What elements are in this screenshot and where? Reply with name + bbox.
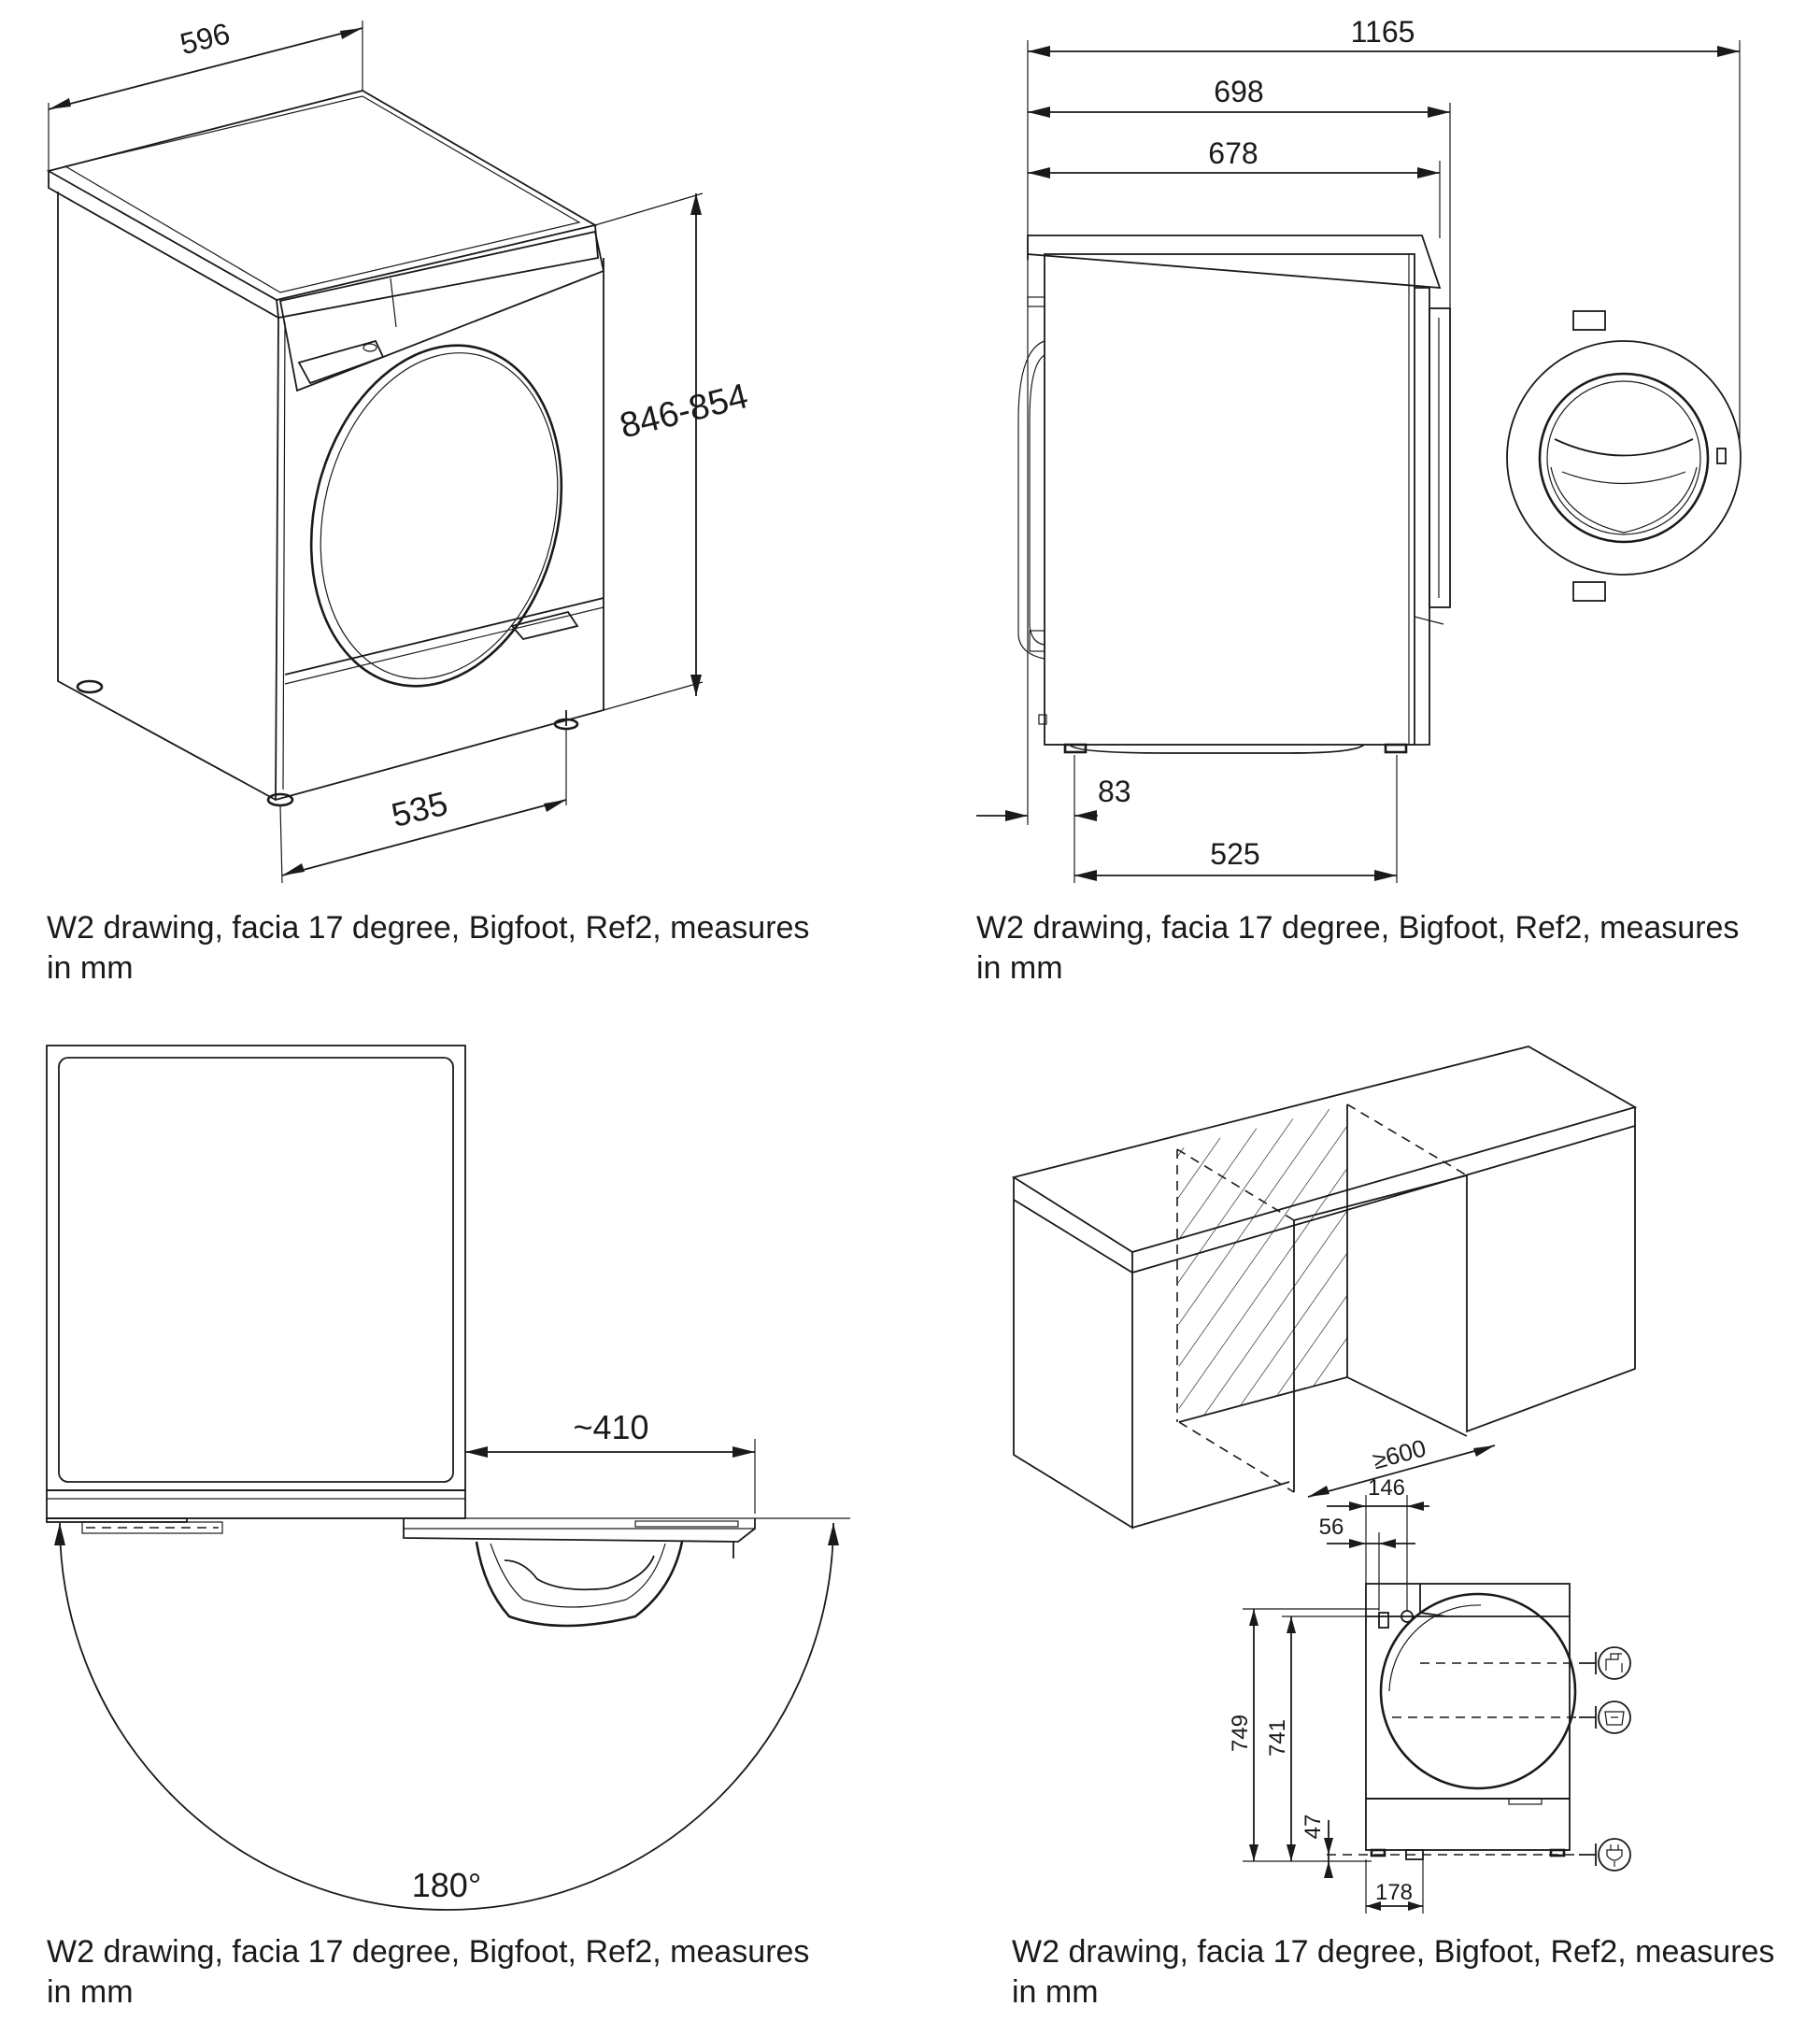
top-view-drawing: ~410 180° xyxy=(46,1045,850,1911)
dim-178: 178 xyxy=(1375,1880,1413,1905)
dim-depth-678: 678 xyxy=(1208,136,1258,170)
dim-56: 56 xyxy=(1319,1515,1344,1540)
installation-drawing: ≥600 xyxy=(1011,1046,1638,1914)
caption-line: W2 drawing, facia 17 degree, Bigfoot, Re… xyxy=(47,1934,810,1970)
dim-741: 741 xyxy=(1265,1719,1290,1757)
drain-icon xyxy=(1598,1701,1631,1734)
caption-side-view: W2 drawing, facia 17 degree, Bigfoot, Re… xyxy=(976,908,1770,989)
caption-line: in mm xyxy=(47,1974,134,2010)
dim-146: 146 xyxy=(1368,1475,1405,1501)
dim-door-410: ~410 xyxy=(573,1408,648,1446)
caption-line: W2 drawing, facia 17 degree, Bigfoot, Re… xyxy=(1012,1934,1775,1970)
caption-line: in mm xyxy=(47,950,134,986)
side-view-drawing: 1165 698 678 xyxy=(976,15,1742,883)
dim-clearance-600: ≥600 xyxy=(1370,1433,1429,1474)
caption-front-isometric: W2 drawing, facia 17 degree, Bigfoot, Re… xyxy=(47,908,841,989)
caption-line: in mm xyxy=(1012,1974,1099,2010)
dim-depth-698: 698 xyxy=(1214,75,1263,108)
front-isometric-drawing: 596 846-854 535 xyxy=(46,16,752,884)
dim-foot-span-525: 525 xyxy=(1210,837,1259,871)
dim-749: 749 xyxy=(1228,1715,1253,1752)
caption-line: in mm xyxy=(976,950,1063,986)
caption-installation: W2 drawing, facia 17 degree, Bigfoot, Re… xyxy=(1012,1932,1806,2013)
dim-total-1165: 1165 xyxy=(1351,15,1415,49)
dim-angle-180: 180° xyxy=(412,1866,481,1904)
dim-foot-offset-83: 83 xyxy=(1098,775,1131,808)
dim-height-846-854: 846-854 xyxy=(616,377,751,446)
dim-47: 47 xyxy=(1301,1815,1326,1840)
caption-line: W2 drawing, facia 17 degree, Bigfoot, Re… xyxy=(976,910,1740,946)
power-plug-icon xyxy=(1598,1838,1631,1872)
dim-width-596: 596 xyxy=(177,16,234,61)
caption-line: W2 drawing, facia 17 degree, Bigfoot, Re… xyxy=(47,910,810,946)
dim-depth-535: 535 xyxy=(388,784,451,834)
caption-top-view: W2 drawing, facia 17 degree, Bigfoot, Re… xyxy=(47,1932,841,2013)
water-inlet-icon xyxy=(1598,1646,1631,1680)
